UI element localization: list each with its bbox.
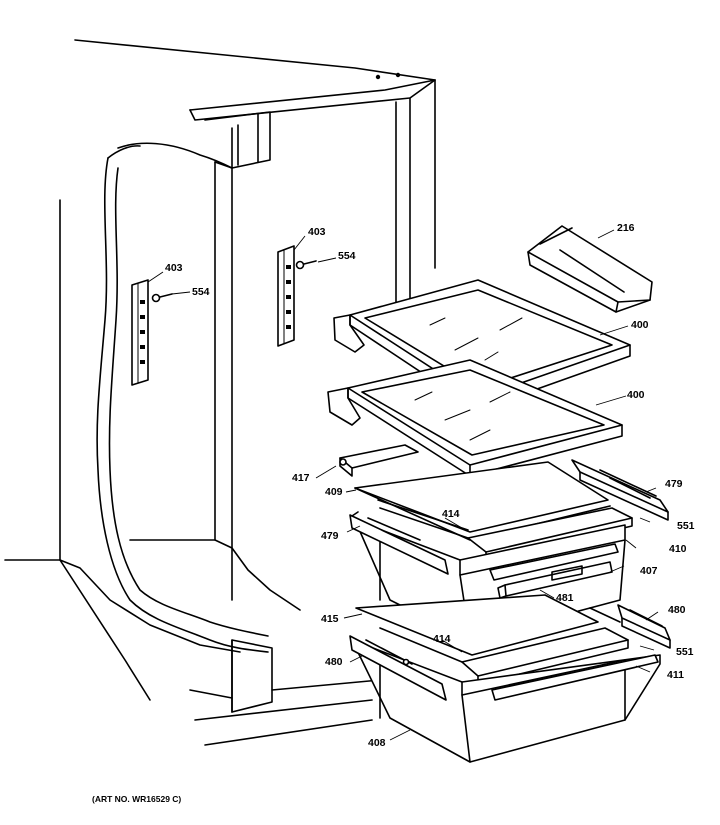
cabinet (4, 39, 436, 746)
callout-411: 411 (667, 669, 684, 681)
callout-480-right: 480 (668, 604, 686, 616)
callout-479-left: 479 (321, 530, 339, 542)
callout-554-right: 554 (338, 250, 356, 262)
callout-481: 481 (556, 592, 574, 604)
callout-551-upper: 551 (677, 520, 695, 532)
rail-480-right (589, 604, 671, 649)
art-number: (ART NO. WR16529 C) (92, 794, 181, 804)
callout-554-left: 554 (192, 286, 210, 298)
crisper-cover-415 (355, 594, 599, 656)
callout-409: 409 (325, 486, 343, 498)
callout-400-lower: 400 (627, 389, 645, 401)
screw-554-left (151, 293, 173, 303)
shelf-ladder-left (131, 279, 149, 386)
callout-414-lower: 414 (433, 633, 451, 645)
callout-403-left: 403 (165, 262, 183, 274)
callout-408: 408 (368, 737, 386, 749)
tray-216 (527, 225, 653, 313)
callout-407: 407 (640, 565, 658, 577)
callout-415: 415 (321, 613, 339, 625)
callout-417: 417 (292, 472, 310, 484)
glass-shelf-400-upper (333, 279, 631, 411)
callout-labels: 216 400 400 403 403 554 554 417 409 414 … (165, 222, 695, 749)
rail-417 (339, 444, 419, 477)
shelf-ladder-right (277, 245, 295, 347)
crisper-drawer-408 (349, 635, 661, 763)
leader-lines (147, 229, 659, 741)
screw-554-right (295, 260, 317, 270)
callout-551-lower: 551 (676, 646, 694, 658)
callout-216: 216 (617, 222, 635, 234)
callout-480-left: 480 (325, 656, 343, 668)
callout-479-right: 479 (665, 478, 683, 490)
callout-400-upper: 400 (631, 319, 649, 331)
callout-414-upper: 414 (442, 508, 460, 520)
callout-403-right: 403 (308, 226, 326, 238)
callout-410: 410 (669, 543, 687, 555)
